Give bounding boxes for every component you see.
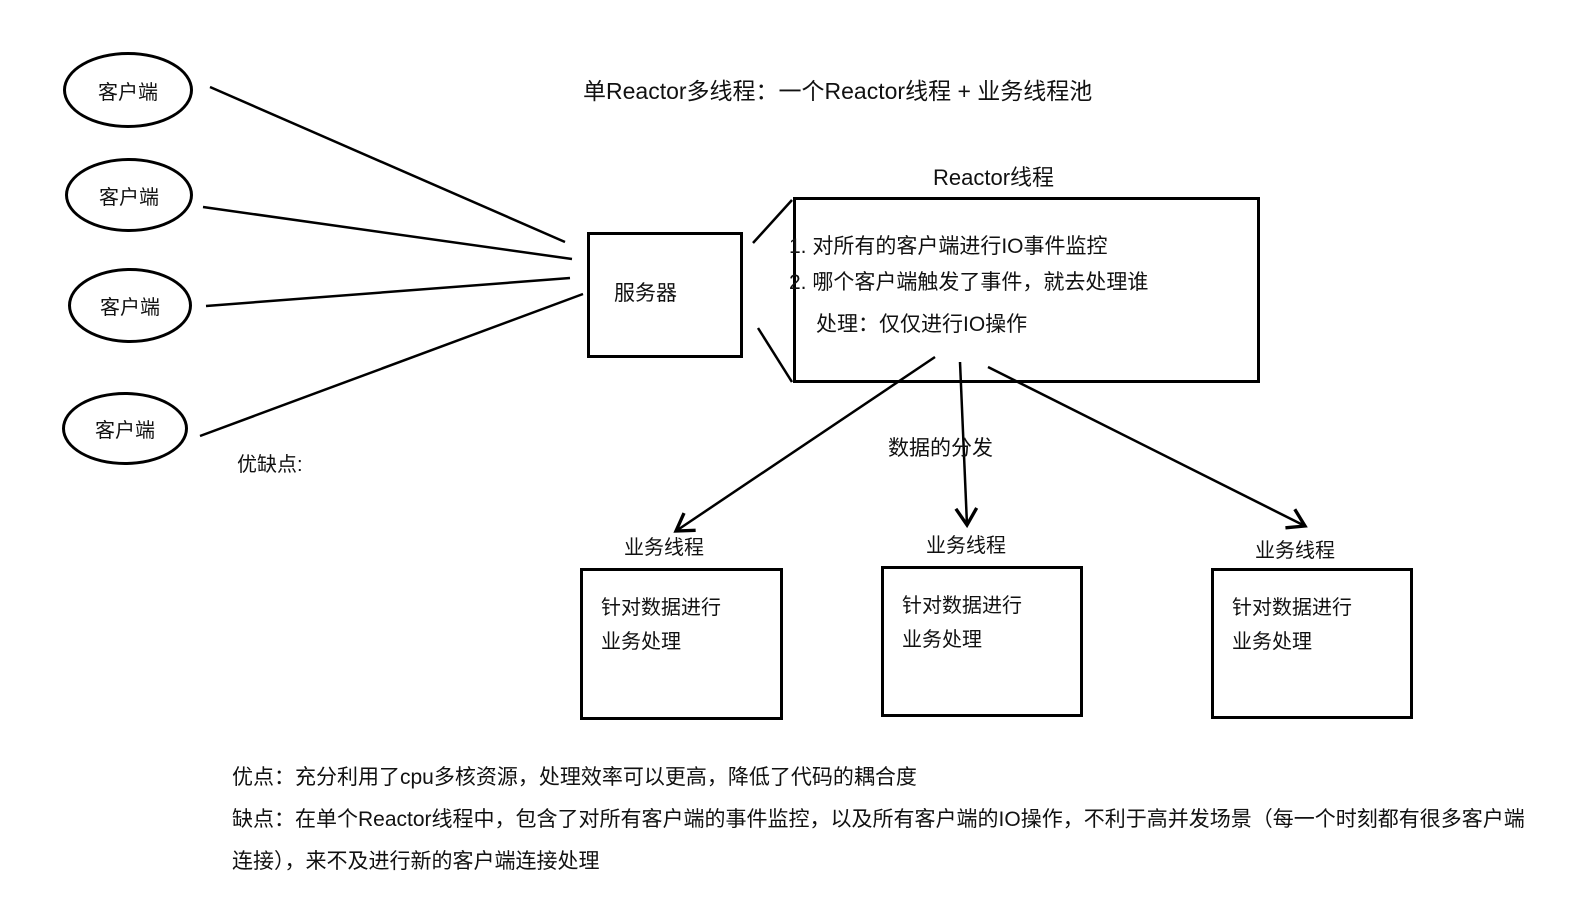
server-reactor-top-line xyxy=(752,199,793,244)
worker-thread-box-1: 针对数据进行 业务处理 xyxy=(580,568,783,720)
reactor-box xyxy=(793,197,1260,383)
worker-thread-label-3: 业务线程 xyxy=(1255,540,1335,562)
reactor-rule-2: 2. 哪个客户端触发了事件，就去处理谁 xyxy=(789,271,1149,294)
reactor-thread-label: Reactor线程 xyxy=(933,165,1055,190)
worker-thread-box-3: 针对数据进行 业务处理 xyxy=(1211,568,1413,719)
worker-thread-label-2: 业务线程 xyxy=(926,535,1006,557)
data-dispatch-label: 数据的分发 xyxy=(888,437,993,460)
diagram-title: 单Reactor多线程：一个Reactor线程 + 业务线程池 xyxy=(583,78,1093,104)
client-node-label: 客户端 xyxy=(95,420,155,442)
client1-server-line xyxy=(209,85,566,244)
server-label: 服务器 xyxy=(614,282,677,305)
client2-server-line xyxy=(202,205,573,261)
client-node-1: 客户端 xyxy=(63,52,193,128)
reactor-rule-1: 1. 对所有的客户端进行IO事件监控 xyxy=(789,235,1108,258)
cons-note-line-1: 缺点：在单个Reactor线程中，包含了对所有客户端的事件监控，以及所有客户端的… xyxy=(232,808,1525,831)
client-node-3: 客户端 xyxy=(68,268,192,343)
client-node-label: 客户端 xyxy=(100,297,160,319)
dispatch-right-arrow xyxy=(987,365,1308,530)
client-node-label: 客户端 xyxy=(98,81,158,104)
client3-server-line xyxy=(205,276,571,308)
server-box: 服务器 xyxy=(587,232,743,358)
client4-server-line xyxy=(199,292,584,438)
pros-note: 优点：充分利用了cpu多核资源，处理效率可以更高，降低了代码的耦合度 xyxy=(232,766,917,789)
worker-thread-label-1: 业务线程 xyxy=(624,537,704,559)
client-node-4: 客户端 xyxy=(62,392,188,465)
server-reactor-bottom-line xyxy=(756,327,794,383)
worker-thread-box-2: 针对数据进行 业务处理 xyxy=(881,566,1083,717)
worker-task-line: 针对数据进行 xyxy=(601,597,721,619)
pros-cons-label: 优缺点: xyxy=(237,454,303,476)
reactor-rule-3: 处理：仅仅进行IO操作 xyxy=(816,313,1028,336)
worker-task-line: 业务处理 xyxy=(1232,631,1312,653)
cons-note-line-2: 连接），来不及进行新的客户端连接处理 xyxy=(232,850,600,873)
notes-paragraph: 优点：充分利用了cpu多核资源，处理效率可以更高，降低了代码的耦合度 缺点：在单… xyxy=(232,757,1525,883)
worker-task-line: 业务处理 xyxy=(601,631,681,653)
worker-task-line: 业务处理 xyxy=(902,629,982,651)
client-node-label: 客户端 xyxy=(99,186,159,209)
worker-task-line: 针对数据进行 xyxy=(902,595,1022,617)
worker-task-line: 针对数据进行 xyxy=(1232,597,1352,619)
client-node-2: 客户端 xyxy=(65,158,193,232)
